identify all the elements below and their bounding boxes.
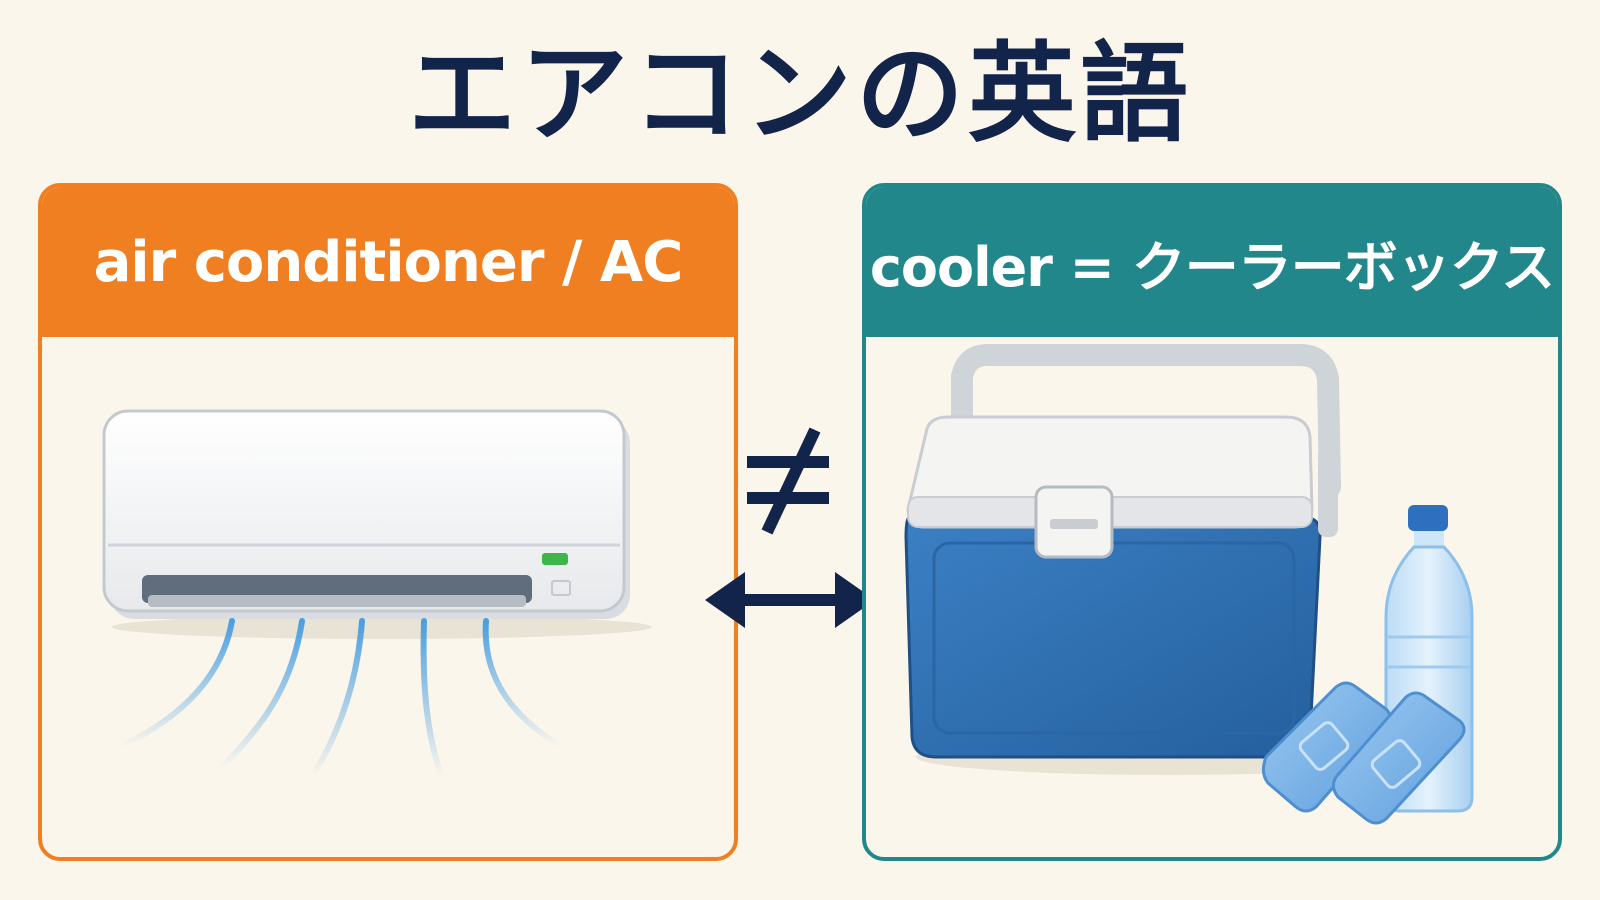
air-conditioner-label: air conditioner / AC [42,187,734,337]
air-conditioner-icon [102,409,652,639]
not-equal-icon [747,427,829,535]
cooler-panel: cooler = クーラーボックス [862,183,1562,861]
cooler-illustration [904,344,1474,825]
air-conditioner-panel: air conditioner / AC [38,183,738,861]
comparison-arrows: ≠ [705,420,875,628]
air-conditioner-illustration [102,409,652,780]
not-equal-symbol: ≠ [705,420,706,421]
page-title: エアコンの英語 [407,32,1192,157]
cooler-box-icon [904,344,1341,759]
cold-air-flow [117,618,565,780]
cooler-label: cooler = クーラーボックス [866,187,1558,337]
double-arrow-icon [705,572,875,628]
ice-pack-icon [1261,681,1466,825]
